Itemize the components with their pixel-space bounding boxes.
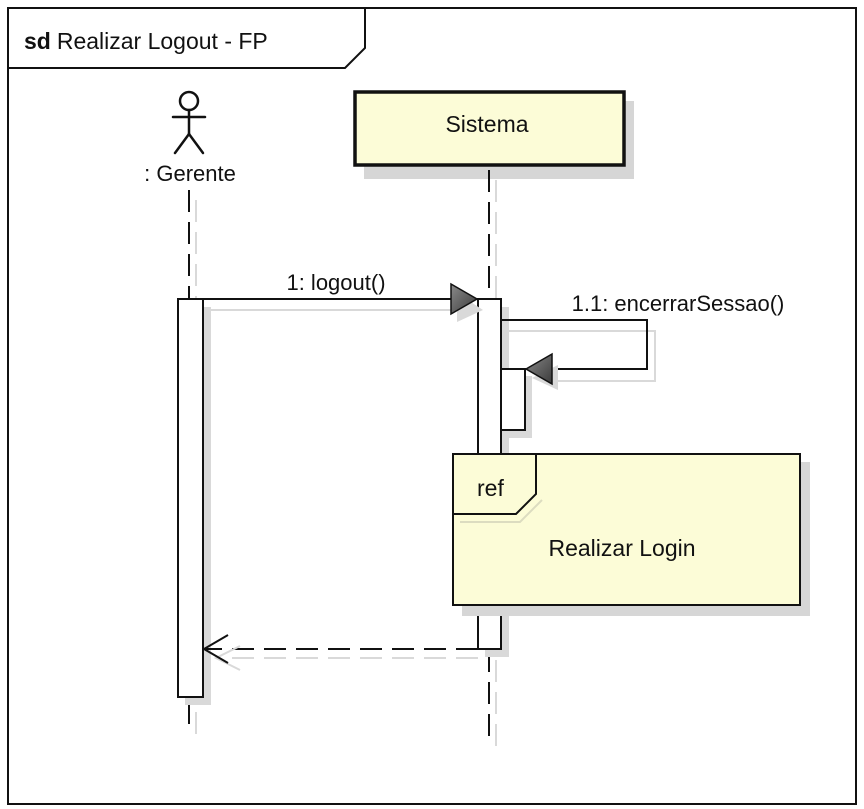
actor-gerente[interactable]: : Gerente xyxy=(144,90,236,186)
actor-icon xyxy=(171,90,207,155)
actor-activation-bar[interactable] xyxy=(177,298,211,705)
nested-activation-bar[interactable] xyxy=(500,368,532,438)
filled-arrowhead-icon xyxy=(450,282,479,316)
message-encerrar-sessao[interactable]: 1.1: encerrarSessao() xyxy=(501,291,784,390)
frame-keyword: sd xyxy=(24,28,51,54)
frame-title: Realizar Logout - FP xyxy=(57,28,268,54)
ref-keyword: ref xyxy=(477,475,504,501)
open-arrowhead-icon xyxy=(202,634,229,664)
lifeline-head xyxy=(353,90,626,167)
actor-label: : Gerente xyxy=(144,161,236,186)
message-return[interactable] xyxy=(202,634,478,671)
filled-arrowhead-icon xyxy=(524,352,553,386)
ref-box xyxy=(452,453,801,606)
message-label: 1.1: encerrarSessao() xyxy=(572,291,785,316)
message-logout[interactable]: 1: logout() xyxy=(203,270,483,322)
lifeline-sistema[interactable]: Sistema xyxy=(353,90,634,179)
lifeline-label: Sistema xyxy=(445,111,528,137)
interaction-use-ref[interactable]: ref Realizar Login xyxy=(452,453,810,616)
ref-label: Realizar Login xyxy=(548,535,695,561)
message-label: 1: logout() xyxy=(286,270,385,295)
